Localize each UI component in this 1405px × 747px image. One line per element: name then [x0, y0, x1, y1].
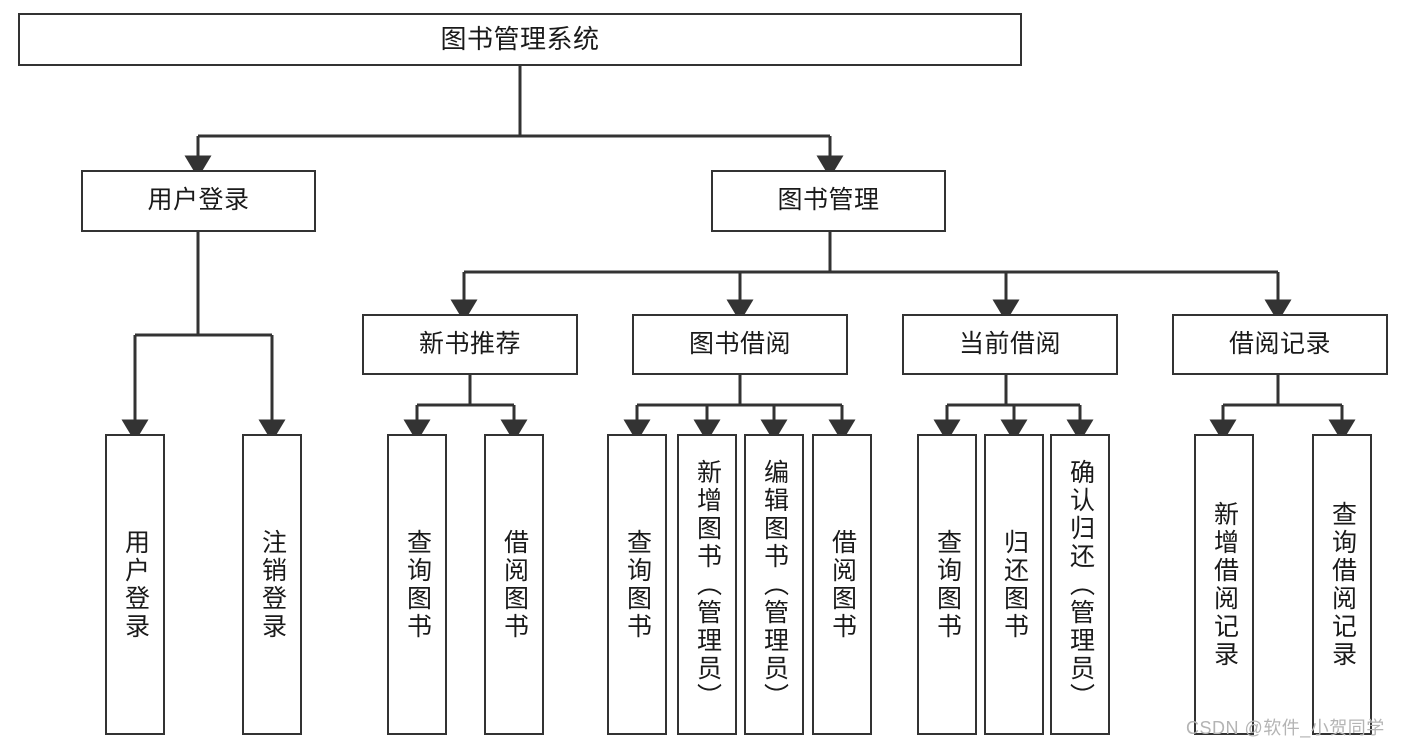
leaf-return-books[interactable]: 归还图书: [984, 434, 1044, 735]
node-label: 确认归还（管理员）: [1066, 458, 1095, 711]
leaf-edit-book-admin[interactable]: 编辑图书（管理员）: [744, 434, 804, 735]
node-current-borrowing[interactable]: 当前借阅: [902, 314, 1118, 375]
leaf-user-login[interactable]: 用户登录: [105, 434, 165, 735]
node-label: 借阅图书: [828, 528, 857, 641]
node-book-management[interactable]: 图书管理: [711, 170, 946, 232]
node-label: 用户登录: [147, 186, 250, 215]
leaf-confirm-return-admin[interactable]: 确认归还（管理员）: [1050, 434, 1110, 735]
node-label: 新增借阅记录: [1210, 500, 1239, 669]
node-book-borrowing[interactable]: 图书借阅: [632, 314, 848, 375]
node-label: 新增图书（管理员）: [693, 458, 722, 711]
leaf-add-borrow-record[interactable]: 新增借阅记录: [1194, 434, 1254, 735]
node-label: 图书管理系统: [440, 24, 600, 55]
leaf-query-books-recommend[interactable]: 查询图书: [387, 434, 447, 735]
leaf-query-books-current[interactable]: 查询图书: [917, 434, 977, 735]
node-label: 查询图书: [403, 528, 432, 641]
node-label: 归还图书: [1000, 528, 1029, 641]
leaf-add-book-admin[interactable]: 新增图书（管理员）: [677, 434, 737, 735]
node-label: 编辑图书（管理员）: [760, 458, 789, 711]
node-label: 当前借阅: [958, 329, 1061, 358]
leaf-query-borrow-record[interactable]: 查询借阅记录: [1312, 434, 1372, 735]
node-label: 借阅记录: [1228, 329, 1331, 358]
watermark: CSDN @软件_小贺同学: [1186, 718, 1385, 738]
node-label: 查询图书: [933, 528, 962, 641]
leaf-logout-login[interactable]: 注销登录: [242, 434, 302, 735]
node-new-book-recommendation[interactable]: 新书推荐: [362, 314, 578, 375]
node-user-login[interactable]: 用户登录: [81, 170, 316, 232]
node-label: 图书借阅: [688, 329, 791, 358]
node-label: 查询图书: [623, 528, 652, 641]
node-borrow-records[interactable]: 借阅记录: [1172, 314, 1388, 375]
node-label: 查询借阅记录: [1328, 500, 1357, 669]
leaf-borrow-books-recommend[interactable]: 借阅图书: [484, 434, 544, 735]
node-label: 注销登录: [258, 528, 287, 641]
node-label: 图书管理: [777, 186, 880, 215]
node-label: 用户登录: [121, 528, 150, 641]
node-book-management-system[interactable]: 图书管理系统: [18, 13, 1022, 66]
node-label: 新书推荐: [418, 329, 521, 358]
node-label: 借阅图书: [500, 528, 529, 641]
leaf-borrow-books[interactable]: 借阅图书: [812, 434, 872, 735]
leaf-query-books-borrow[interactable]: 查询图书: [607, 434, 667, 735]
